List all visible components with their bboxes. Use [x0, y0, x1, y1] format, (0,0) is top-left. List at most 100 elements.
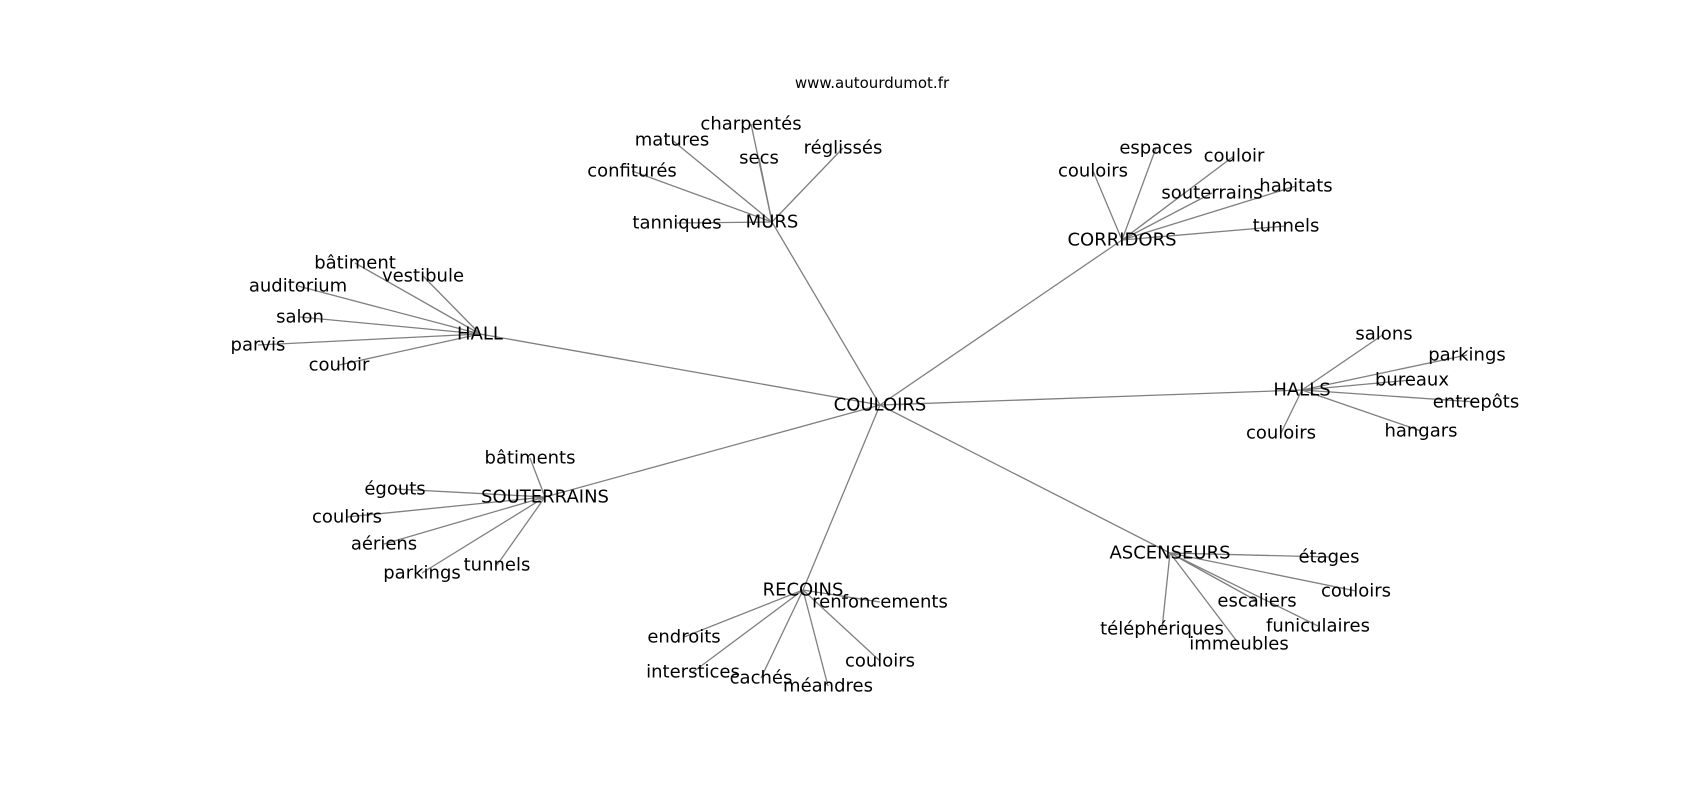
leaf-node-label: couloirs	[312, 507, 382, 528]
cluster-node-label: RECOINS	[763, 580, 844, 601]
leaf-node-label: endroits	[647, 627, 720, 648]
graph-edges	[257, 123, 1477, 687]
edge-cluster-leaf	[1161, 552, 1171, 630]
edge-cluster-leaf	[1121, 155, 1235, 241]
leaf-node-label: couloirs	[1321, 581, 1391, 602]
leaf-node-label: immeubles	[1189, 634, 1288, 655]
leaf-node-label: aériens	[351, 534, 417, 555]
edge-cluster-leaf	[1169, 552, 1357, 592]
edge-cluster-leaf	[1169, 552, 1319, 627]
leaf-node-label: tunnels	[464, 555, 531, 576]
edge-cluster-leaf	[1092, 170, 1123, 241]
edge-cluster-leaf	[1121, 147, 1157, 241]
edge-cluster-leaf	[297, 285, 481, 335]
edge-cluster-leaf	[1280, 389, 1303, 434]
leaf-node-label: salon	[276, 307, 324, 328]
site-credit: www.autourdumot.fr	[795, 74, 950, 92]
leaf-node-label: tunnels	[1253, 216, 1320, 237]
edge-cluster-leaf	[802, 589, 829, 687]
edge-cluster-leaf	[683, 589, 804, 638]
cluster-node-label: HALLS	[1273, 380, 1330, 401]
leaf-node-label: matures	[635, 130, 710, 151]
leaf-node-label: souterrains	[1161, 183, 1262, 204]
edge-cluster-leaf	[631, 170, 773, 223]
leaf-node-label: secs	[739, 148, 779, 169]
leaf-node-label: parkings	[383, 563, 461, 584]
edge-root-cluster	[479, 333, 881, 406]
edge-cluster-leaf	[383, 496, 546, 545]
edge-cluster-leaf	[802, 589, 881, 662]
leaf-node-label: bâtiments	[485, 448, 576, 469]
leaf-node-label: égouts	[364, 479, 425, 500]
edge-cluster-leaf	[692, 589, 804, 673]
edge-root-cluster	[879, 389, 1303, 406]
leaf-node-label: bâtiment	[314, 253, 396, 274]
leaf-node-label: couloirs	[845, 651, 915, 672]
leaf-node-label: charpentés	[700, 114, 801, 135]
edge-cluster-leaf	[257, 333, 481, 346]
leaf-node-label: escaliers	[1217, 591, 1296, 612]
leaf-node-label: tanniques	[632, 213, 721, 234]
leaf-node-label: salons	[1355, 324, 1412, 345]
edge-root-cluster	[879, 239, 1123, 406]
leaf-node-label: interstices	[646, 662, 740, 683]
leaf-node-label: couloirs	[1246, 423, 1316, 444]
edge-cluster-leaf	[1301, 354, 1468, 391]
leaf-node-label: hangars	[1384, 421, 1457, 442]
edge-cluster-leaf	[1121, 185, 1297, 241]
edge-root-cluster	[544, 404, 881, 498]
leaf-node-label: auditorium	[249, 276, 347, 297]
edge-cluster-leaf	[760, 589, 804, 679]
edge-root-cluster	[771, 221, 881, 406]
edge-cluster-leaf	[346, 496, 546, 518]
leaf-node-label: réglissés	[804, 138, 883, 159]
edge-root-cluster	[879, 404, 1171, 554]
edge-cluster-leaf	[421, 496, 546, 574]
edge-cluster-leaf	[802, 589, 881, 603]
edge-cluster-leaf	[338, 333, 481, 366]
leaf-node-label: bureaux	[1375, 370, 1449, 391]
leaf-node-label: étages	[1298, 547, 1359, 568]
leaf-node-label: couloir	[309, 355, 370, 376]
cluster-node-label: MURS	[746, 212, 799, 233]
cluster-node-label: CORRIDORS	[1067, 230, 1176, 251]
edge-cluster-leaf	[529, 457, 546, 498]
edge-cluster-leaf	[422, 275, 481, 335]
leaf-node-label: renfoncements	[812, 592, 948, 613]
edge-cluster-leaf	[1301, 389, 1422, 432]
root-node-label: COULOIRS	[834, 395, 927, 416]
edge-cluster-leaf	[676, 221, 773, 224]
edge-cluster-leaf	[1301, 389, 1477, 403]
leaf-node-label: couloirs	[1058, 161, 1128, 182]
edge-cluster-leaf	[671, 139, 773, 223]
leaf-node-label: habitats	[1259, 176, 1332, 197]
edge-cluster-leaf	[1121, 192, 1213, 241]
edge-cluster-leaf	[496, 496, 546, 566]
edge-cluster-leaf	[1169, 552, 1330, 558]
leaf-node-label: entrepôts	[1433, 392, 1520, 413]
leaf-node-label: méandres	[783, 676, 873, 697]
leaf-node-label: téléphériques	[1100, 619, 1224, 640]
edge-cluster-leaf	[771, 147, 844, 223]
edge-root-cluster	[802, 404, 881, 591]
edge-cluster-leaf	[1301, 333, 1385, 391]
edge-cluster-leaf	[1301, 379, 1413, 391]
cluster-node-label: ASCENSEURS	[1109, 543, 1230, 564]
leaf-node-label: confiturés	[587, 161, 677, 182]
edge-cluster-leaf	[394, 488, 546, 498]
leaf-node-label: vestibule	[382, 266, 464, 287]
edge-cluster-leaf	[1169, 552, 1258, 602]
leaf-node-label: funiculaires	[1266, 616, 1370, 637]
leaf-node-label: couloir	[1204, 146, 1265, 167]
cluster-node-label: SOUTERRAINS	[481, 487, 609, 508]
edge-cluster-leaf	[758, 157, 773, 223]
edge-cluster-leaf	[1121, 225, 1287, 241]
cluster-node-label: HALL	[457, 324, 503, 345]
edge-cluster-leaf	[354, 262, 481, 335]
leaf-node-label: cachés	[730, 668, 793, 689]
edge-cluster-leaf	[1169, 552, 1240, 645]
leaf-node-label: parvis	[231, 335, 286, 356]
edge-cluster-leaf	[299, 316, 481, 335]
